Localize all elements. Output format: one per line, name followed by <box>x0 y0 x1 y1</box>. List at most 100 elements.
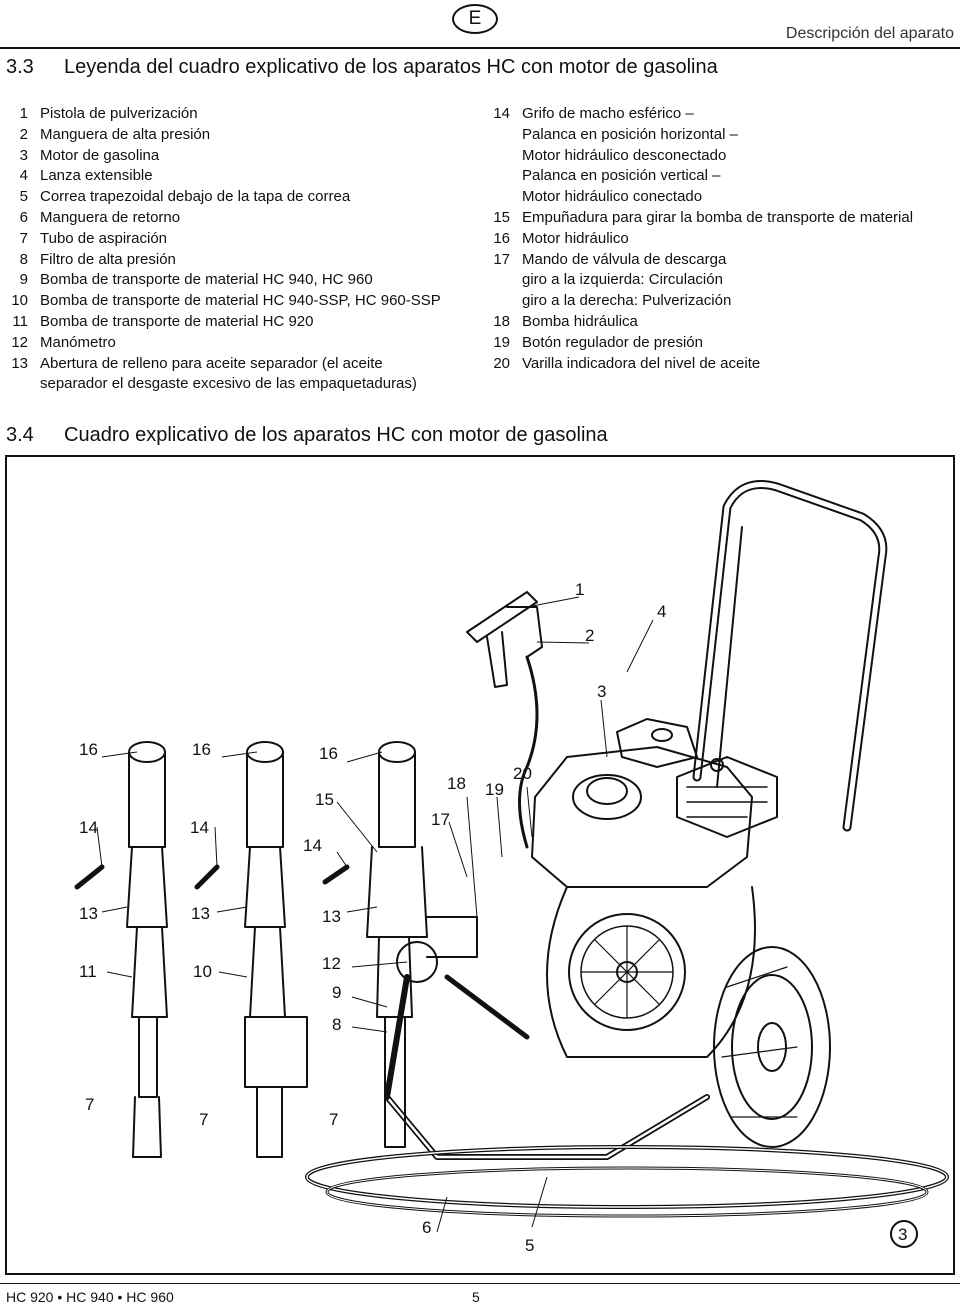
gasoline-engine <box>531 718 778 888</box>
callout-7-a: 7 <box>85 1095 94 1114</box>
legend-item-number: 11 <box>12 312 28 330</box>
legend-item-text: Manguera de retorno <box>40 208 181 226</box>
legend-item-text: Tubo de aspiración <box>40 229 168 247</box>
legend-item-number: 8 <box>19 250 28 268</box>
callout-9: 9 <box>332 983 341 1002</box>
legend-item: 9 Bomba de transporte de material HC 940,… <box>0 270 480 291</box>
legend-item: 7 Tubo de aspiración <box>0 229 480 250</box>
legend-right-column: 14 Grifo de macho esférico – Palanca en po… <box>482 104 960 374</box>
legend-item-text: Bomba hidráulica <box>522 312 638 330</box>
legend-item: 8 Filtro de alta presión <box>0 250 480 271</box>
legend-item-number: 5 <box>19 188 28 206</box>
legend-item-text: Empuñadura para girar la bomba de transp… <box>522 208 914 226</box>
legend-item-number <box>482 125 522 146</box>
callout-6: 6 <box>422 1218 431 1237</box>
legend-item-text: Bomba de transporte de material HC 940-S… <box>40 292 441 310</box>
footer-models: HC 920 • HC 940 • HC 960 <box>6 1289 174 1305</box>
pump-assembly-hc940 <box>194 741 308 1158</box>
diagram-number: 3.4 <box>6 424 34 446</box>
legend-item: Palanca en posición vertical – <box>482 166 960 187</box>
pump-assembly-hc920 <box>74 741 168 1158</box>
legend-item-text: Filtro de alta presión <box>40 250 176 268</box>
legend-item-text: giro a la izquierda: Circulación <box>522 271 723 289</box>
legend-item-number: 19 <box>493 333 510 351</box>
legend-item-number: 6 <box>19 208 28 226</box>
header-rule <box>0 47 960 49</box>
sprayer-diagram: 1 2 3 4 5 6 7 7 7 8 9 10 11 12 13 13 13 … <box>74 480 949 1255</box>
callout-7-b: 7 <box>199 1110 208 1129</box>
pressure-gauge <box>396 941 438 983</box>
section-header: Descripción del aparato <box>785 25 954 42</box>
callout-11: 11 <box>79 962 97 981</box>
legend-item-number: 7 <box>19 229 28 247</box>
legend-item-text: Lanza extensible <box>40 167 153 185</box>
legend-item-number <box>482 270 522 291</box>
callout-20: 20 <box>513 764 532 783</box>
callout-13-c: 13 <box>322 907 341 926</box>
callout-2: 2 <box>585 626 594 645</box>
spray-gun <box>466 591 543 849</box>
legend-item: 14 Grifo de macho esférico – <box>482 104 960 125</box>
callout-13-a: 13 <box>79 904 98 923</box>
legend-title: Leyenda del cuadro explicativo de los ap… <box>64 56 718 78</box>
legend-number: 3.3 <box>6 56 34 78</box>
callout-19: 19 <box>485 780 504 799</box>
page-number: 5 <box>472 1289 480 1305</box>
circled-figure-number: 3 <box>890 1220 918 1248</box>
callout-8: 8 <box>332 1015 341 1034</box>
legend-item: giro a la derecha: Pulverización <box>482 291 960 312</box>
legend-item-text: Motor hidráulico conectado <box>522 188 703 206</box>
belt-guard <box>546 886 756 1058</box>
cart-handle <box>692 480 888 832</box>
legend-item-text: Palanca en posición vertical – <box>522 167 721 185</box>
legend-item-number: 9 <box>19 271 28 289</box>
callout-16-c: 16 <box>319 744 338 763</box>
legend-item-number: 17 <box>493 250 510 268</box>
legend-item-number: 15 <box>493 208 510 226</box>
legend-item-number: 16 <box>493 229 510 247</box>
legend-item: 19 Botón regulador de presión <box>482 333 960 354</box>
legend-item-text: Mando de válvula de descarga <box>522 250 727 268</box>
legend-item-text: Motor hidráulico desconectado <box>522 146 727 164</box>
legend-item-text: Botón regulador de presión <box>522 333 703 351</box>
callout-5: 5 <box>525 1236 534 1255</box>
legend-item: 17 Mando de válvula de descarga <box>482 250 960 271</box>
legend-item-text: Pistola de pulverización <box>40 105 198 122</box>
legend-item: 11 Bomba de transporte de material HC 920 <box>0 312 480 333</box>
callout-16-a: 16 <box>79 740 98 759</box>
diagram-frame: 1 2 3 4 5 6 7 7 7 8 9 10 11 12 13 13 13 … <box>5 455 955 1275</box>
callout-17: 17 <box>431 810 450 829</box>
legend-item-number <box>482 187 522 208</box>
legend-item: 4 Lanza extensible <box>0 166 480 187</box>
callout-3: 3 <box>597 682 606 701</box>
legend-item-text: Grifo de macho esférico – <box>522 105 694 122</box>
language-badge: E <box>452 4 498 34</box>
legend-item-text: Bomba de transporte de material HC 920 <box>40 312 314 330</box>
wheel <box>713 946 831 1148</box>
circled-number: 3 <box>898 1225 907 1244</box>
legend-item: Palanca en posición horizontal – <box>482 125 960 146</box>
callout-14-a: 14 <box>79 818 98 837</box>
callout-4: 4 <box>657 602 666 621</box>
legend-item-number: 4 <box>19 167 28 185</box>
legend-item-text: Palanca en posición horizontal – <box>522 125 738 143</box>
callout-12: 12 <box>322 954 341 973</box>
cart-base <box>384 974 710 1160</box>
callout-10: 10 <box>193 962 212 981</box>
legend-item-number <box>482 146 522 167</box>
legend-item-number: 14 <box>493 105 510 122</box>
legend-item-text: Bomba de transporte de material HC 940, … <box>40 271 373 289</box>
callout-15: 15 <box>315 790 334 809</box>
callout-14-b: 14 <box>190 818 209 837</box>
legend-item-text: Manguera de alta presión <box>40 125 211 143</box>
return-hose <box>305 1145 949 1218</box>
legend-item-number: 20 <box>493 354 510 372</box>
legend-item-number: 12 <box>11 333 28 351</box>
